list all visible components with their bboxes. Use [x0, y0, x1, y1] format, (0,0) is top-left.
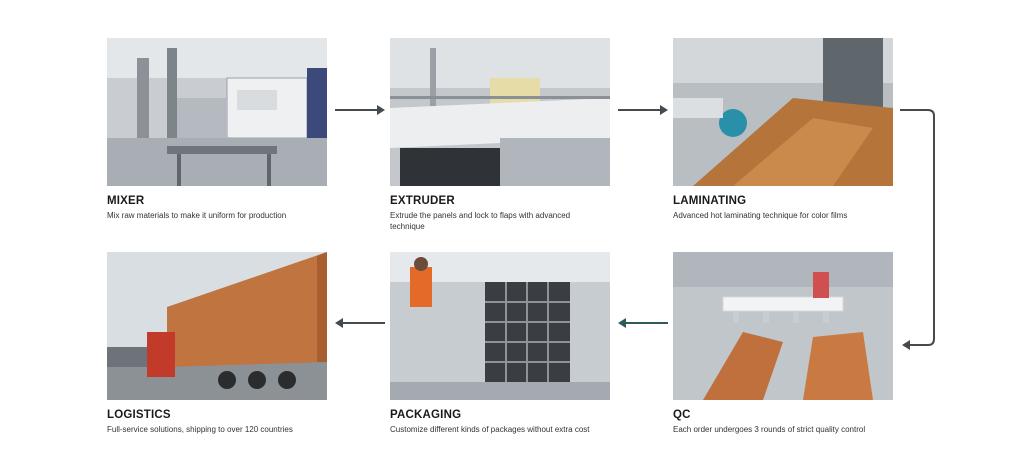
arrow-down-connector-icon — [900, 109, 935, 350]
step-extruder: EXTRUDER Extrude the panels and lock to … — [390, 38, 610, 232]
step-desc: Customize different kinds of packages wi… — [390, 425, 590, 434]
arrow-left-icon — [618, 318, 668, 328]
step-desc: Extrude the panels and lock to flaps wit… — [390, 211, 571, 231]
mixer-photo — [107, 38, 327, 186]
step-title: QC — [673, 409, 691, 421]
laminating-photo — [673, 38, 893, 186]
arrow-right-icon — [335, 105, 385, 115]
step-desc: Full-service solutions, shipping to over… — [107, 425, 293, 434]
step-title: LOGISTICS — [107, 409, 171, 421]
step-title: MIXER — [107, 195, 145, 207]
step-qc: QC Each order undergoes 3 rounds of stri… — [673, 252, 893, 435]
step-desc: Mix raw materials to make it uniform for… — [107, 211, 287, 220]
step-logistics: LOGISTICS Full-service solutions, shippi… — [107, 252, 327, 435]
arrow-right-icon — [618, 105, 668, 115]
packaging-photo — [390, 252, 610, 400]
step-title: EXTRUDER — [390, 195, 455, 207]
step-title: LAMINATING — [673, 195, 747, 207]
step-desc: Each order undergoes 3 rounds of strict … — [673, 425, 866, 434]
step-laminating: LAMINATING Advanced hot laminating techn… — [673, 38, 893, 221]
arrow-left-icon — [335, 318, 385, 328]
logistics-photo — [107, 252, 327, 400]
step-title: PACKAGING — [390, 409, 462, 421]
step-desc: Advanced hot laminating technique for co… — [673, 211, 848, 220]
qc-photo — [673, 252, 893, 400]
step-mixer: MIXER Mix raw materials to make it unifo… — [107, 38, 327, 221]
extruder-photo — [390, 38, 610, 186]
step-packaging: PACKAGING Customize different kinds of p… — [390, 252, 610, 435]
